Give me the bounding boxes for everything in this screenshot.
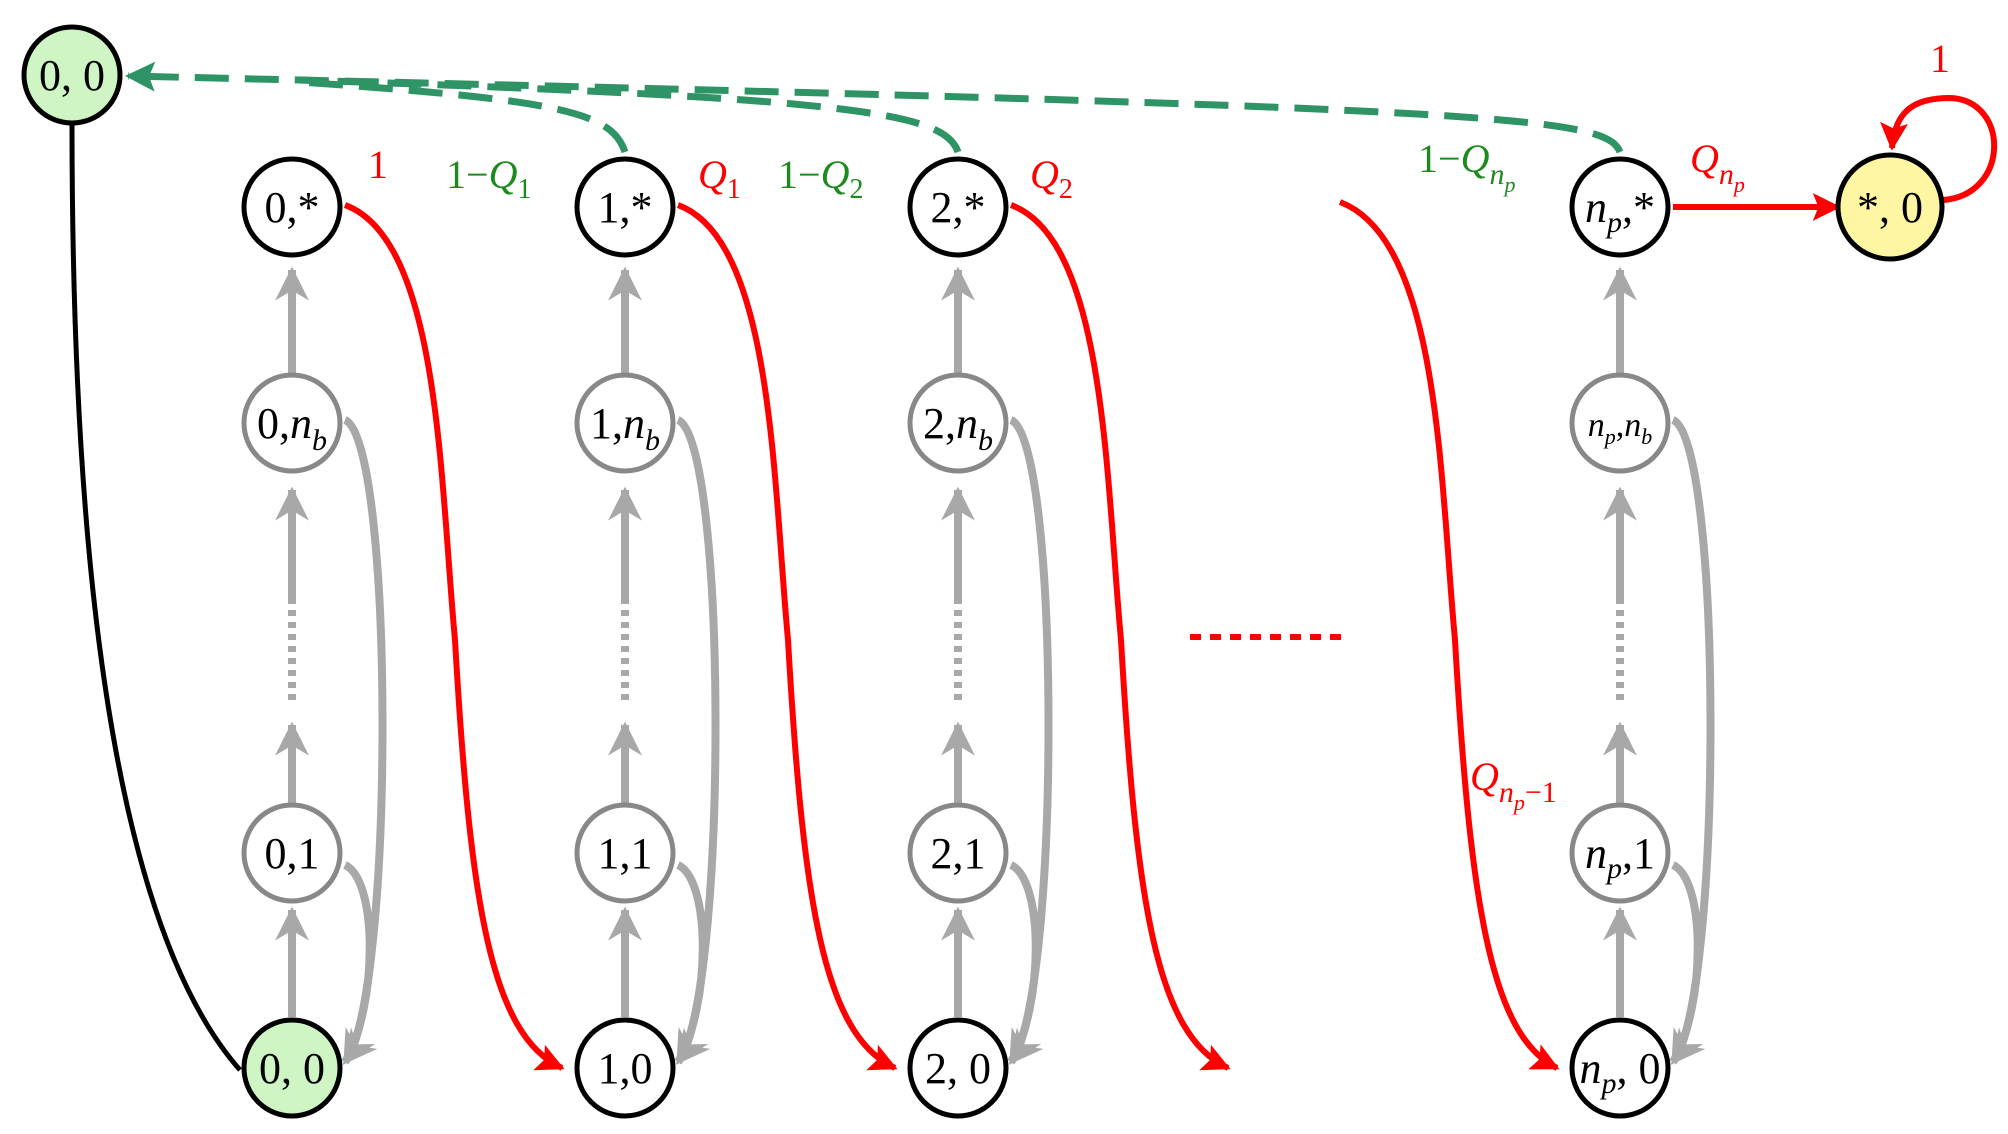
node-cp-nb: np,nb xyxy=(1569,372,1671,474)
red-arrow-0-to-1 xyxy=(343,202,565,1071)
node-init-label: 0, 0 xyxy=(39,51,105,100)
node-c1-zero: 1,0 xyxy=(574,1017,676,1119)
self-loop-absorb xyxy=(1880,94,1998,203)
node-cp-one-label: np,1 xyxy=(1585,829,1655,885)
label-1-minus-q2: 1−Q2 xyxy=(778,152,863,205)
node-c1-one: 1,1 xyxy=(574,802,676,904)
node-c2-zero: 2, 0 xyxy=(907,1017,1009,1119)
node-c2-top: 2,* xyxy=(907,156,1009,258)
label-qnp: Qnp xyxy=(1690,136,1745,197)
label-one-c0: 1 xyxy=(368,142,388,187)
node-c0-nb: 0,nb xyxy=(241,372,343,474)
node-cp-top: np,* xyxy=(1569,156,1671,258)
node-c1-nb-label: 1,nb xyxy=(590,399,660,457)
node-c2-one-label: 2,1 xyxy=(931,829,986,878)
column-1-transitions xyxy=(608,266,720,1065)
return-arrows xyxy=(125,61,1624,154)
node-c2-nb-label: 2,nb xyxy=(923,399,993,457)
label-qnp-minus-1: Qnp−1 xyxy=(1470,754,1557,815)
label-1-minus-qnp: 1−Qnp xyxy=(1418,136,1515,197)
label-1-minus-q1: 1−Q1 xyxy=(446,152,531,205)
node-c1-top-label: 1,* xyxy=(598,183,653,232)
column-p-transitions xyxy=(1603,266,1715,1065)
return-arrow-from-np xyxy=(125,61,1624,154)
node-cp-zero: np, 0 xyxy=(1569,1017,1671,1119)
node-c0-nb-label: 0,nb xyxy=(257,399,327,457)
node-cp-one: np,1 xyxy=(1569,802,1671,904)
node-c2-one: 2,1 xyxy=(907,802,1009,904)
node-c0-top: 0,* xyxy=(241,156,343,258)
node-absorb: *, 0 xyxy=(1835,152,1945,262)
node-init: 0, 0 xyxy=(21,24,123,126)
node-cp-top-label: np,* xyxy=(1585,183,1655,239)
red-transitions xyxy=(343,94,1998,1071)
column-0-transitions xyxy=(275,266,387,1065)
label-q1: Q1 xyxy=(698,152,741,205)
node-c1-one-label: 1,1 xyxy=(598,829,653,878)
return-arrow-from-1 xyxy=(299,78,629,154)
node-c1-zero-label: 1,0 xyxy=(598,1044,653,1093)
node-c2-zero-label: 2, 0 xyxy=(925,1044,991,1093)
node-c2-top-label: 2,* xyxy=(931,183,986,232)
label-self-loop: 1 xyxy=(1930,36,1950,81)
red-arrow-1-to-2 xyxy=(676,202,898,1071)
node-c1-nb: 1,nb xyxy=(574,372,676,474)
node-cp-nb-label: np,nb xyxy=(1588,407,1653,449)
red-arrow-2-to-next xyxy=(1009,202,1231,1071)
node-c0-zero: 0, 0 xyxy=(241,1017,343,1119)
column-2-transitions xyxy=(941,266,1053,1065)
node-c2-nb: 2,nb xyxy=(907,372,1009,474)
node-c1-top: 1,* xyxy=(574,156,676,258)
node-cp-zero-label: np, 0 xyxy=(1580,1044,1661,1100)
label-q2: Q2 xyxy=(1030,152,1073,205)
node-absorb-label: *, 0 xyxy=(1857,183,1923,232)
init-link xyxy=(69,121,242,1072)
node-c0-top-label: 0,* xyxy=(265,183,320,232)
red-arrow-prev-to-p xyxy=(1338,199,1560,1071)
node-c0-one-label: 0,1 xyxy=(265,829,320,878)
node-c0-zero-label: 0, 0 xyxy=(259,1044,325,1093)
node-c0-one: 0,1 xyxy=(241,802,343,904)
